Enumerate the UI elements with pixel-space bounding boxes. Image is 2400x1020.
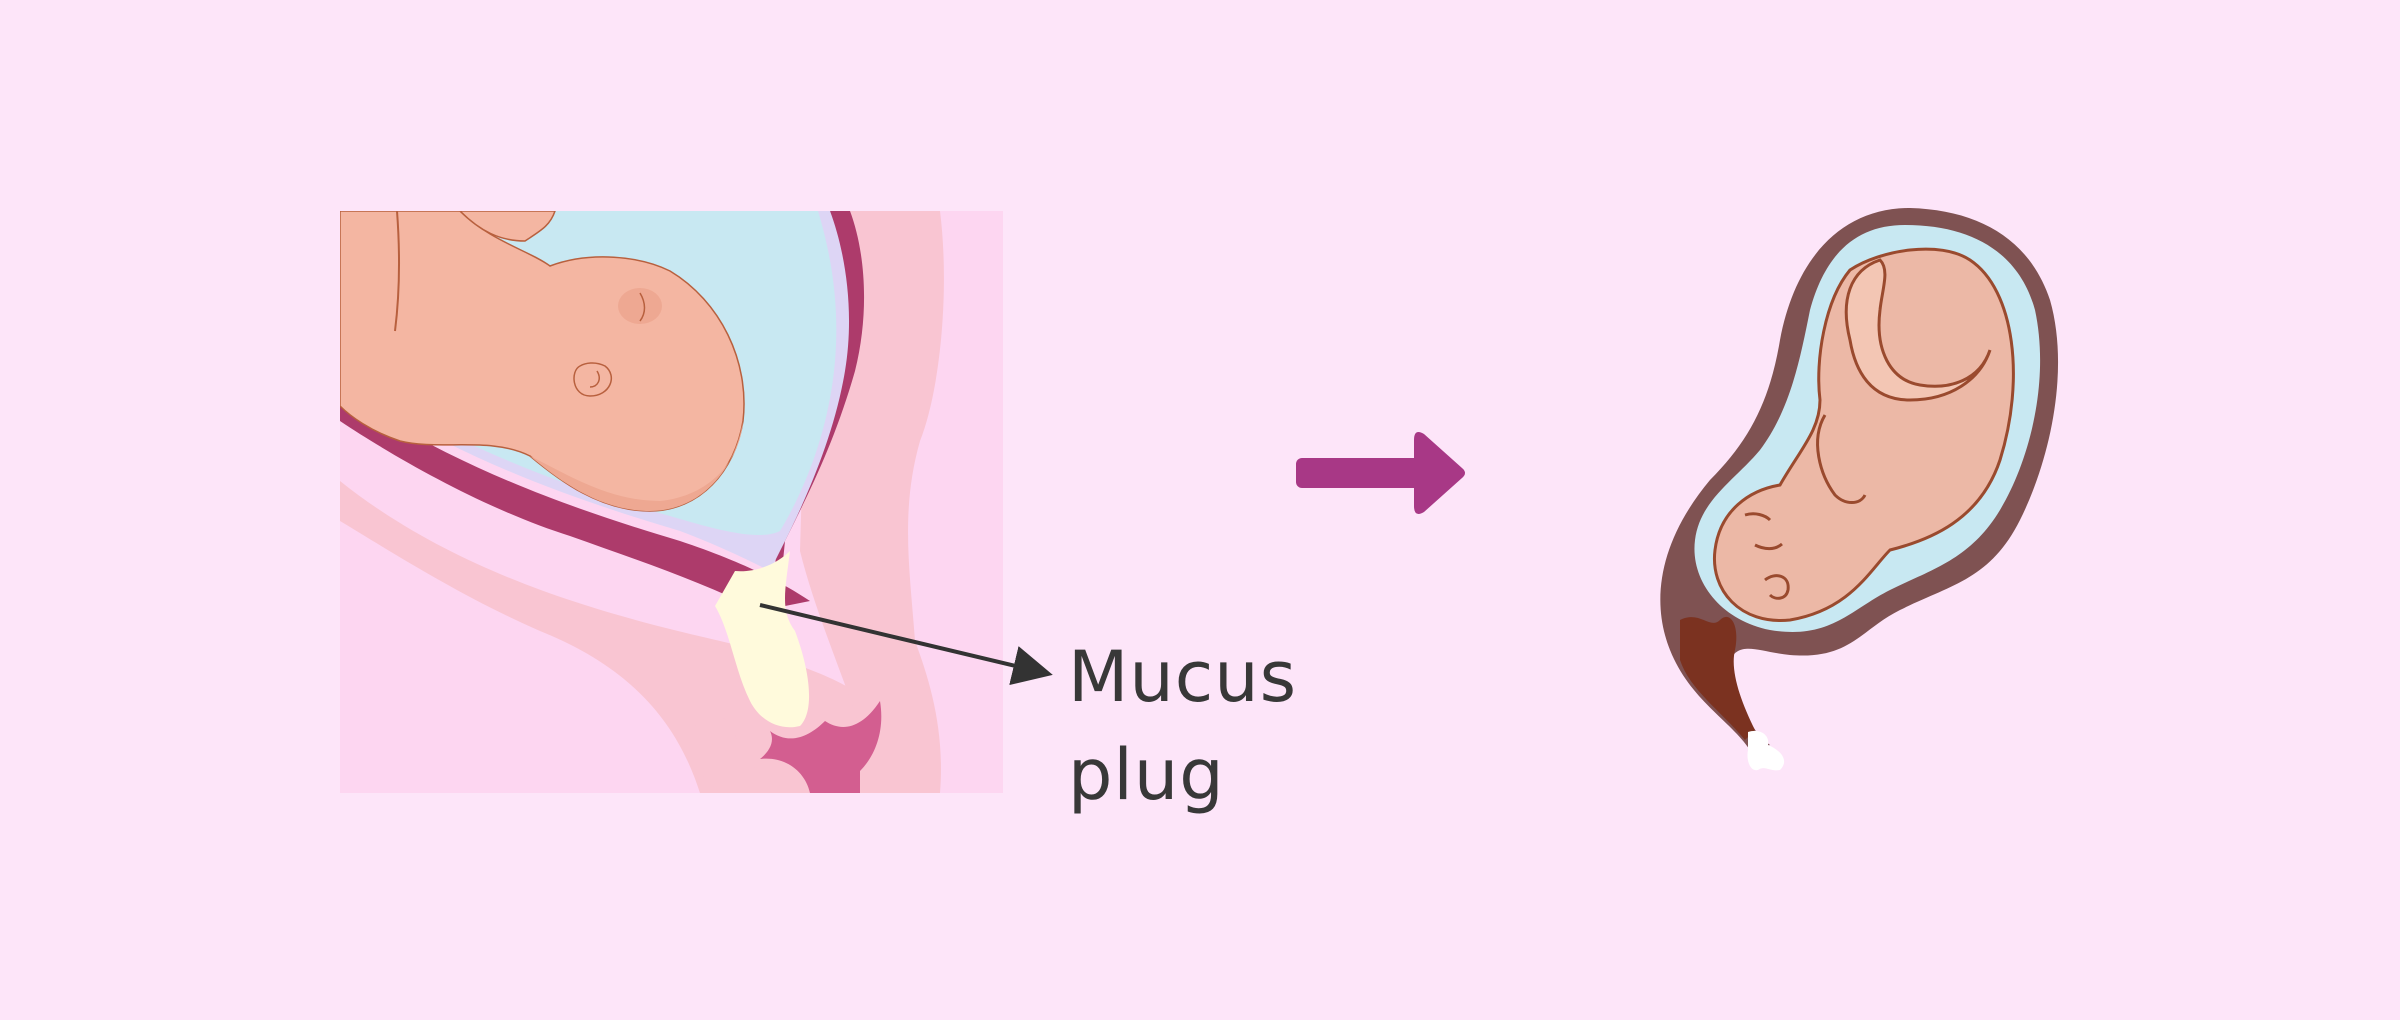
label-line-1: Mucus: [1068, 636, 1298, 718]
label-line-2: plug: [1068, 734, 1225, 816]
fetus-in-uterus-illustration: [1650, 200, 2070, 804]
arrow-right-icon: [1296, 428, 1472, 522]
cervix-cross-section-illustration: [340, 211, 1003, 793]
mucus-plug-label: Mucus plug: [1068, 628, 1297, 824]
